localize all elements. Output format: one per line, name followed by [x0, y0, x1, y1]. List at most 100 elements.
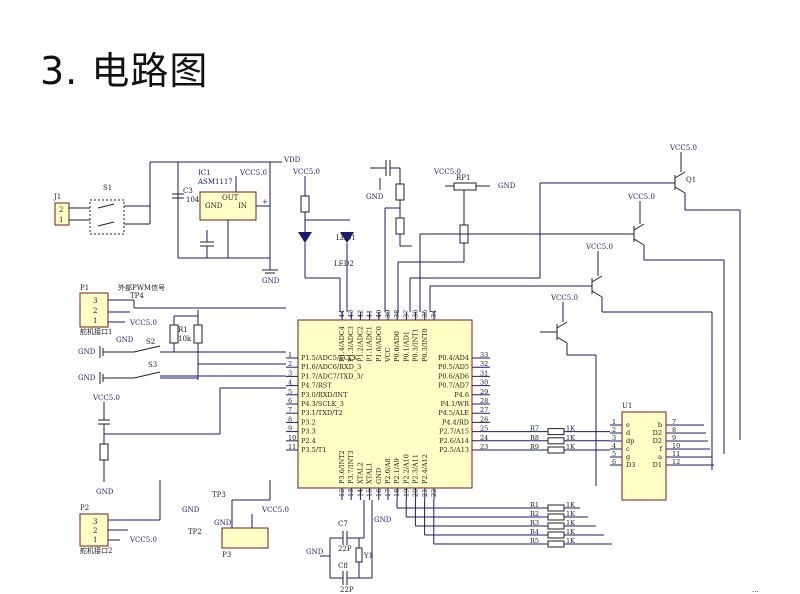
- pwm-label: 外部PWM信号: [118, 283, 165, 292]
- r1-value: 10k: [178, 335, 192, 343]
- resistor-top-a: [395, 183, 405, 201]
- mcu-left-pin-num: 3: [288, 369, 292, 377]
- tp3-label: TP3: [212, 491, 226, 499]
- svg-text:1: 1: [93, 317, 97, 325]
- gnd-label-s3: GND: [78, 374, 96, 382]
- display-right-pin-num: 12: [672, 458, 680, 466]
- resistor-lower-name: R3: [530, 519, 539, 527]
- reset-resistor: [99, 443, 109, 461]
- resistor-lower-value: 1K: [566, 528, 575, 536]
- resistor-lower-value: 1K: [566, 510, 575, 518]
- display-right-pin-label: D2: [653, 437, 662, 445]
- gnd-label-tp3b: GND: [214, 519, 232, 527]
- mcu-right-pin-label: P2.6/A14: [439, 437, 469, 445]
- bottom-mark: ...: [752, 586, 759, 594]
- mcu-bottom-pin-num: 12: [338, 489, 346, 497]
- mcu-left-pin-label: P2.4: [301, 437, 316, 445]
- rp1-label: RP1: [456, 174, 470, 182]
- c22p-label-b: 22P: [340, 586, 354, 594]
- mcu-top-pin-label: P1.0/ADC0: [375, 326, 383, 362]
- mcu-left-pin-num: 8: [288, 415, 292, 423]
- mcu-left-pin-num: 1: [288, 351, 292, 359]
- mcu-bottom-pin-num: 21: [421, 489, 429, 497]
- svg-text:2: 2: [93, 307, 97, 315]
- mcu-top-pin-label: P0.3/INT0: [421, 328, 429, 362]
- mcu-bottom-pin-label: XTAL1: [366, 462, 374, 484]
- mcu-bottom-pin-num: 20: [412, 489, 420, 497]
- q1-label: Q1: [686, 176, 696, 184]
- mcu-top-pin-num: 40: [375, 310, 383, 318]
- ic1-regulator: [199, 191, 257, 221]
- led1-diode: [298, 232, 312, 243]
- j1-label: J1: [53, 193, 61, 201]
- vcc-label-rst: VCC5.0: [92, 394, 120, 402]
- vcc-label-q1: VCC5.0: [669, 144, 697, 152]
- display-right-pin-num: 10: [672, 442, 680, 450]
- mcu-right-pin-label: P4.1/WR: [441, 400, 471, 408]
- mcu-top-pin-num: 37: [402, 310, 410, 318]
- mcu-right-pin-num: 31: [480, 369, 488, 377]
- resistor-lower: [547, 540, 565, 548]
- svg-text:3: 3: [93, 297, 97, 305]
- mcu-top-pin-num: 34: [430, 310, 438, 318]
- mcu-left-pin-label: P3.1/TXD/T2: [301, 409, 343, 417]
- gnd-label-p1: GND: [116, 336, 134, 344]
- resistor-lower-value: 1K: [566, 501, 575, 509]
- resistor-lower-name: R5: [530, 537, 539, 545]
- p2-label: P2: [80, 504, 89, 512]
- tp4-label: TP4: [130, 292, 144, 300]
- mcu-right-pin-num: 25: [480, 425, 488, 433]
- vcc-label-led: VCC5.0: [292, 168, 320, 176]
- gnd-label-s2: GND: [78, 348, 96, 356]
- u1-label: U1: [622, 402, 632, 410]
- vcc-label-p3: VCC5.0: [261, 506, 289, 514]
- mcu-bottom-pin-num: 19: [402, 489, 410, 497]
- gnd-label-mcu: GND: [374, 516, 392, 524]
- mcu-right-pin-label: P2.7/A15: [439, 428, 469, 436]
- mcu-right-pin-num: 30: [480, 379, 488, 387]
- resistor-upper-name: R7: [530, 425, 539, 433]
- mcu-top-pin-label: P1.4/ADC4: [338, 326, 346, 362]
- mcu-bottom-pin-num: 17: [384, 489, 392, 497]
- mcu-top-pin-num: 41: [366, 310, 374, 318]
- mcu-right-pin-num: 33: [480, 351, 488, 359]
- mcu-right-pin-num: 28: [480, 397, 488, 405]
- display-right-pin-label: D2: [653, 429, 662, 437]
- resistor-lower: [547, 513, 565, 521]
- display-left-pin-label: dp: [626, 437, 634, 445]
- mcu-top-pin-label: P0.1/AD1: [402, 331, 410, 362]
- resistor-upper-value: 1K: [566, 434, 575, 442]
- mcu-right-pin-label: P4.5/ALE: [438, 409, 469, 417]
- resistor-upper: [547, 437, 565, 445]
- c3-label: C3: [183, 187, 193, 195]
- s1-label: S1: [103, 184, 112, 192]
- j1-connector: [54, 202, 70, 226]
- r1-label: R1: [178, 326, 188, 334]
- p3-label: P3: [222, 551, 231, 559]
- display-right-pin-num: 8: [672, 426, 676, 434]
- display-right-pin-num: 11: [672, 450, 680, 458]
- mcu-top-pin-num: 43: [347, 310, 355, 318]
- mcu-left-pin-num: 4: [288, 379, 292, 387]
- resistor-lower-value: 1K: [566, 537, 575, 545]
- led2-diode: [340, 232, 354, 243]
- mcu-bottom-pin-label: P2.4/A12: [421, 454, 429, 484]
- resistor-upper: [547, 428, 565, 436]
- mcu-bottom-pin-num: 14: [356, 489, 364, 497]
- gnd-label-1: GND: [262, 277, 280, 285]
- mcu-left-pin-num: 11: [288, 443, 296, 451]
- mcu-top-pin-label: P0.3/INT1: [412, 328, 420, 362]
- mcu-bottom-pin-label: P2.1/A9: [393, 458, 401, 484]
- resistor-lower-value: 1K: [566, 519, 575, 527]
- tp2-label: TP2: [188, 528, 202, 536]
- mcu-left-pin-label: P4.7/RST: [301, 382, 332, 390]
- svg-text:1: 1: [59, 216, 63, 224]
- mcu-right-pin-label: P2.5/A13: [439, 446, 469, 454]
- r1-resistor: [169, 324, 179, 344]
- mcu-right-pin-label: P4.4/RD: [442, 418, 469, 426]
- mcu-bottom-pin-label: GND: [375, 468, 383, 484]
- asm-label: ASM1117: [197, 178, 233, 186]
- mcu-left-pin-num: 6: [288, 397, 292, 405]
- display-left-pin-num: 1: [612, 418, 616, 426]
- display-left-pin-num: 6: [612, 458, 616, 466]
